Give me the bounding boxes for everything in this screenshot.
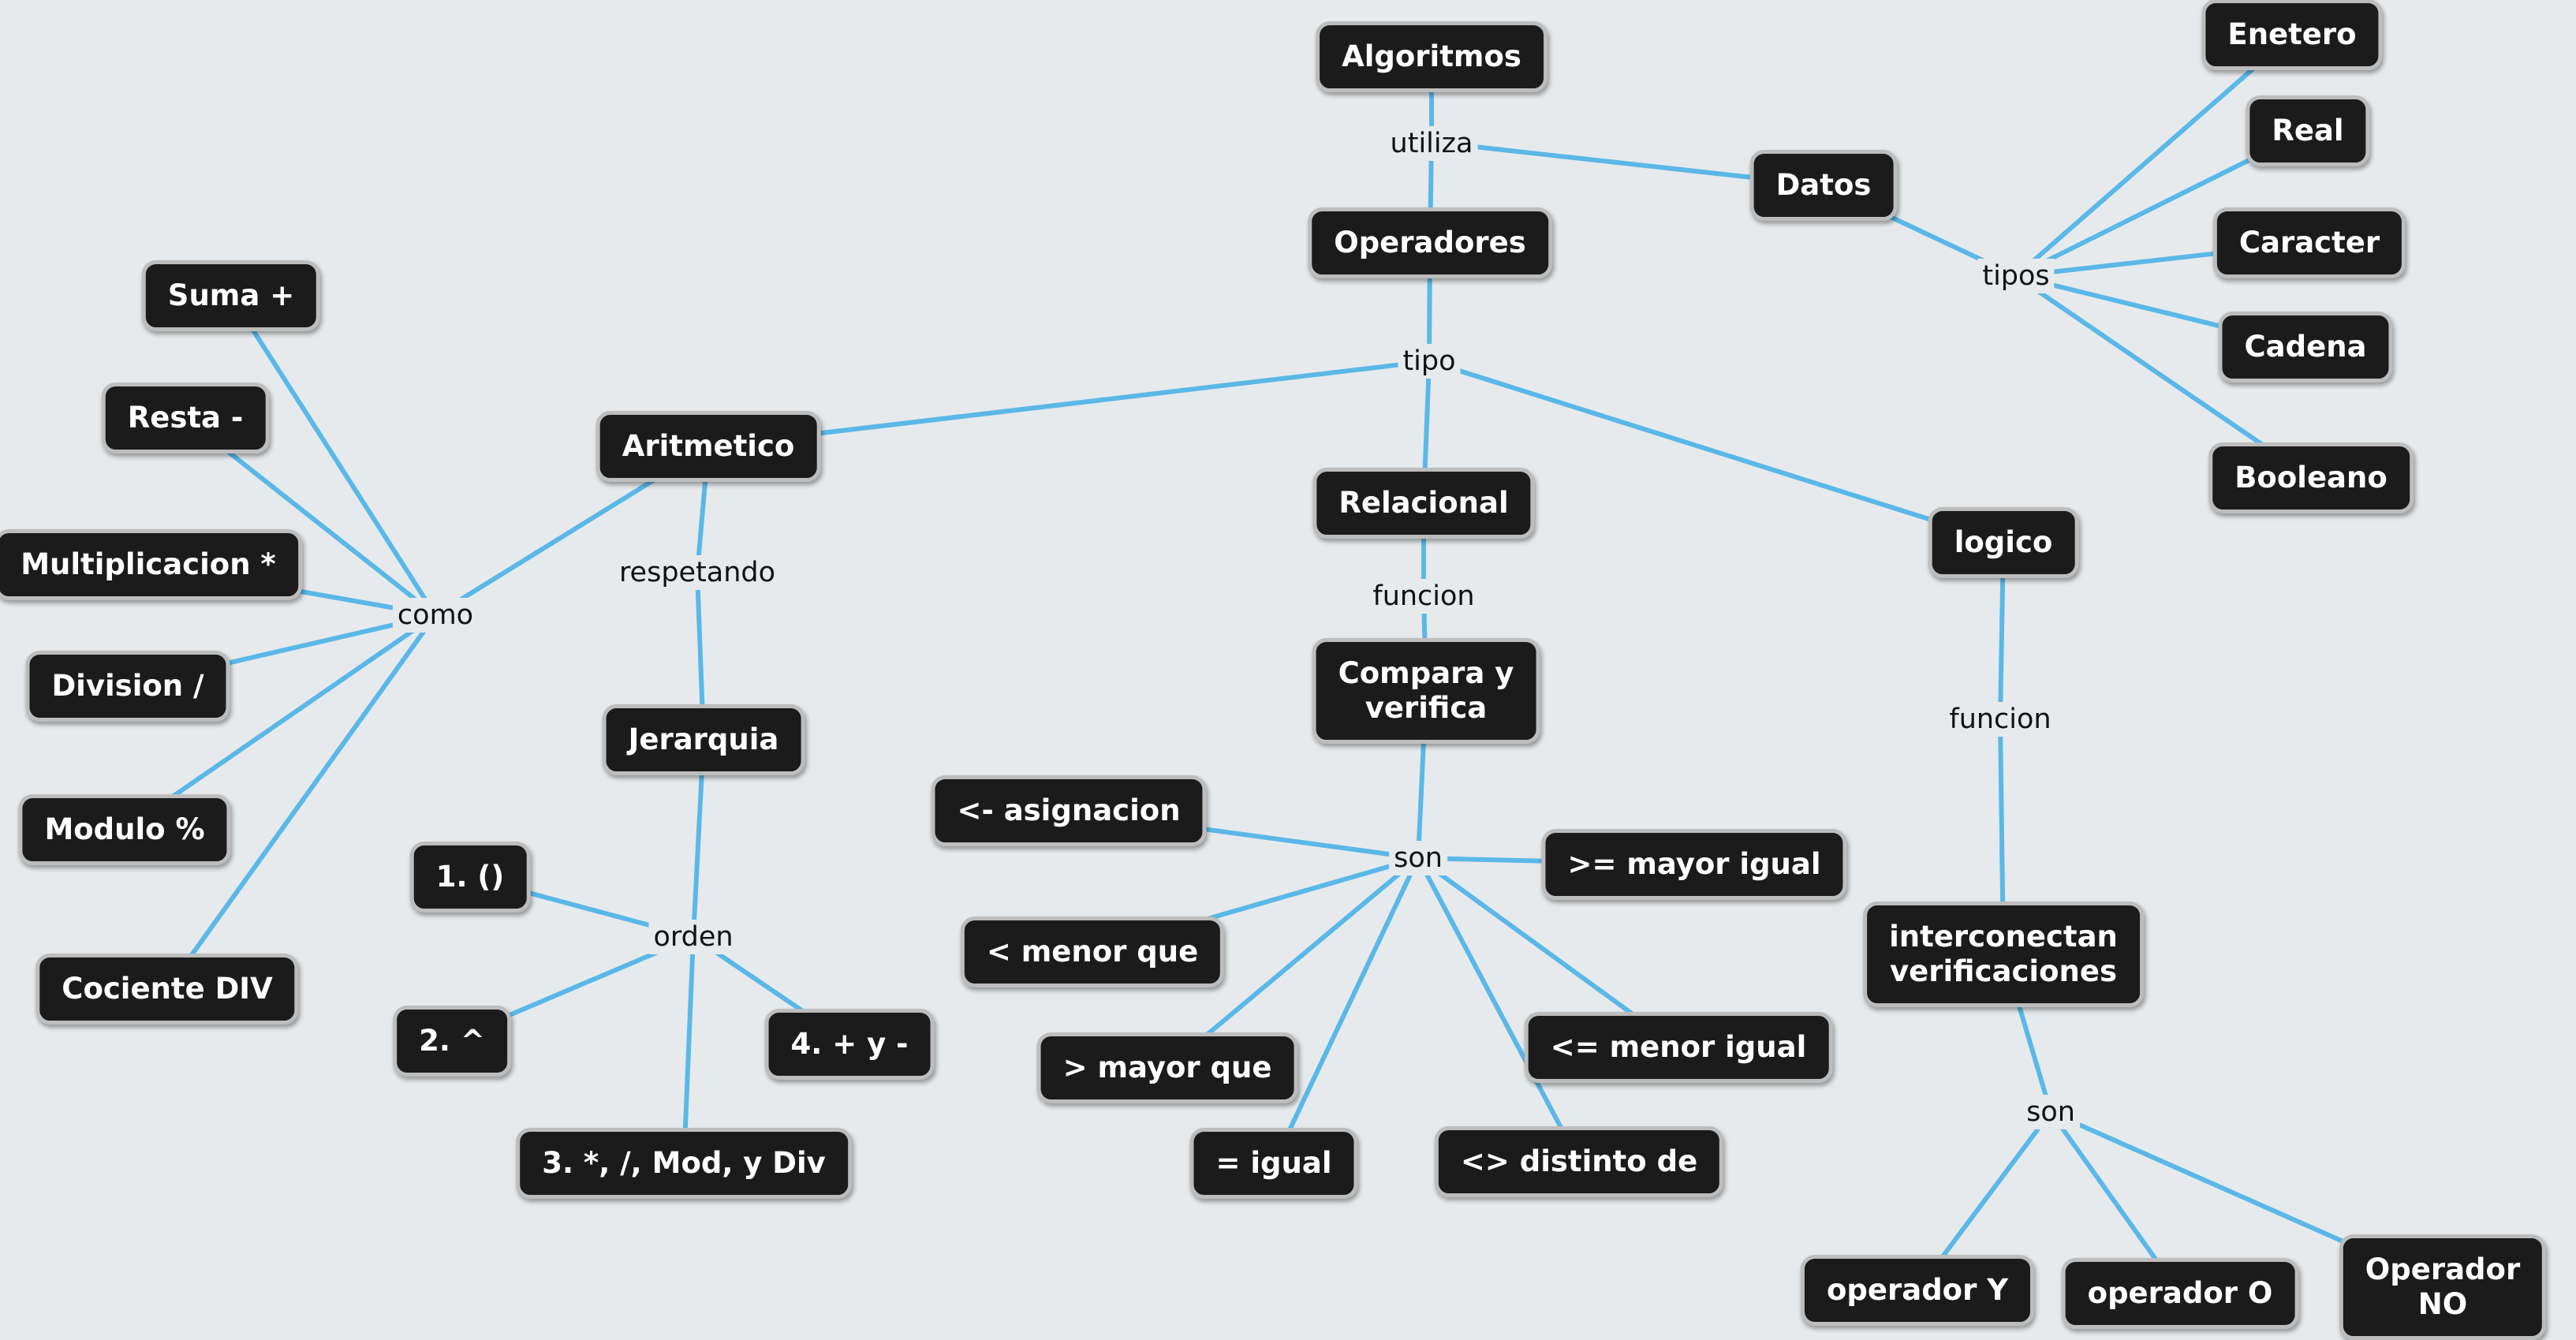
node-distinto-de[interactable]: <> distinto de: [1434, 1126, 1724, 1197]
link-utiliza: utiliza: [1385, 126, 1478, 161]
edge-tipo-aritmetico: [706, 359, 1432, 449]
node-orden-3[interactable]: 3. *, /, Mod, y Div: [516, 1128, 852, 1199]
node-operadores[interactable]: Operadores: [1308, 207, 1552, 278]
node-division[interactable]: Division /: [25, 651, 230, 722]
link-son-relacional: son: [1389, 841, 1447, 875]
node-asignacion[interactable]: <- asignacion: [931, 775, 1207, 846]
node-algoritmos[interactable]: Algoritmos: [1316, 21, 1547, 92]
node-booleano[interactable]: Booleano: [2208, 442, 2414, 513]
node-real[interactable]: Real: [2246, 95, 2370, 166]
link-orden: orden: [648, 920, 738, 954]
edge-como-cociente: [165, 613, 438, 991]
node-cadena[interactable]: Cadena: [2218, 312, 2393, 383]
node-orden-4[interactable]: 4. + y -: [764, 1009, 935, 1080]
node-multiplicacion[interactable]: Multiplicacion *: [0, 529, 302, 600]
node-resta[interactable]: Resta -: [101, 383, 270, 454]
link-tipos: tipos: [1977, 259, 2055, 293]
node-caracter[interactable]: Caracter: [2212, 207, 2406, 278]
link-tipo: tipo: [1398, 344, 1461, 379]
node-igual[interactable]: = igual: [1189, 1128, 1358, 1199]
node-operador-y[interactable]: operador Y: [1800, 1255, 2035, 1326]
link-como: como: [392, 598, 479, 633]
node-mayor-que[interactable]: > mayor que: [1036, 1032, 1298, 1103]
node-orden-1[interactable]: 1. (): [409, 842, 531, 913]
node-datos[interactable]: Datos: [1749, 150, 1898, 221]
node-operador-no[interactable]: Operador NO: [2339, 1234, 2547, 1340]
edge-como-modulo: [122, 613, 438, 832]
node-suma[interactable]: Suma +: [141, 260, 321, 331]
node-relacional[interactable]: Relacional: [1312, 468, 1535, 539]
edge-tipos-enetero: [2014, 32, 2294, 278]
node-menor-igual[interactable]: <= menor igual: [1524, 1012, 1833, 1083]
link-son-logico: son: [2022, 1095, 2080, 1129]
edge-tipo-logico: [1427, 359, 2006, 545]
node-operador-o[interactable]: operador O: [2061, 1258, 2299, 1329]
edge-orden-orden3: [681, 935, 696, 1166]
node-logico[interactable]: logico: [1928, 507, 2079, 578]
edge-como-suma: [229, 293, 438, 618]
node-modulo[interactable]: Modulo %: [18, 794, 231, 865]
link-respetando: respetando: [614, 555, 781, 590]
node-compara-verifica[interactable]: Compara y verifica: [1312, 638, 1540, 744]
node-mayor-igual[interactable]: >= mayor igual: [1541, 829, 1847, 900]
node-orden-2[interactable]: 2. ^: [393, 1006, 511, 1077]
node-interconectan-verificaciones[interactable]: interconectan verificaciones: [1863, 901, 2144, 1007]
edge-son-igual: [1271, 856, 1421, 1166]
link-funcion-relacional: funcion: [1368, 579, 1480, 614]
link-funcion-logico: funcion: [1944, 702, 2056, 737]
node-jerarquia[interactable]: Jerarquia: [602, 704, 805, 775]
node-cociente[interactable]: Cociente DIV: [35, 954, 299, 1025]
edge-son-distinto: [1416, 856, 1581, 1164]
node-enetero[interactable]: Enetero: [2201, 0, 2383, 70]
node-aritmetico[interactable]: Aritmetico: [595, 411, 821, 482]
node-menor-que[interactable]: < menor que: [960, 916, 1225, 987]
